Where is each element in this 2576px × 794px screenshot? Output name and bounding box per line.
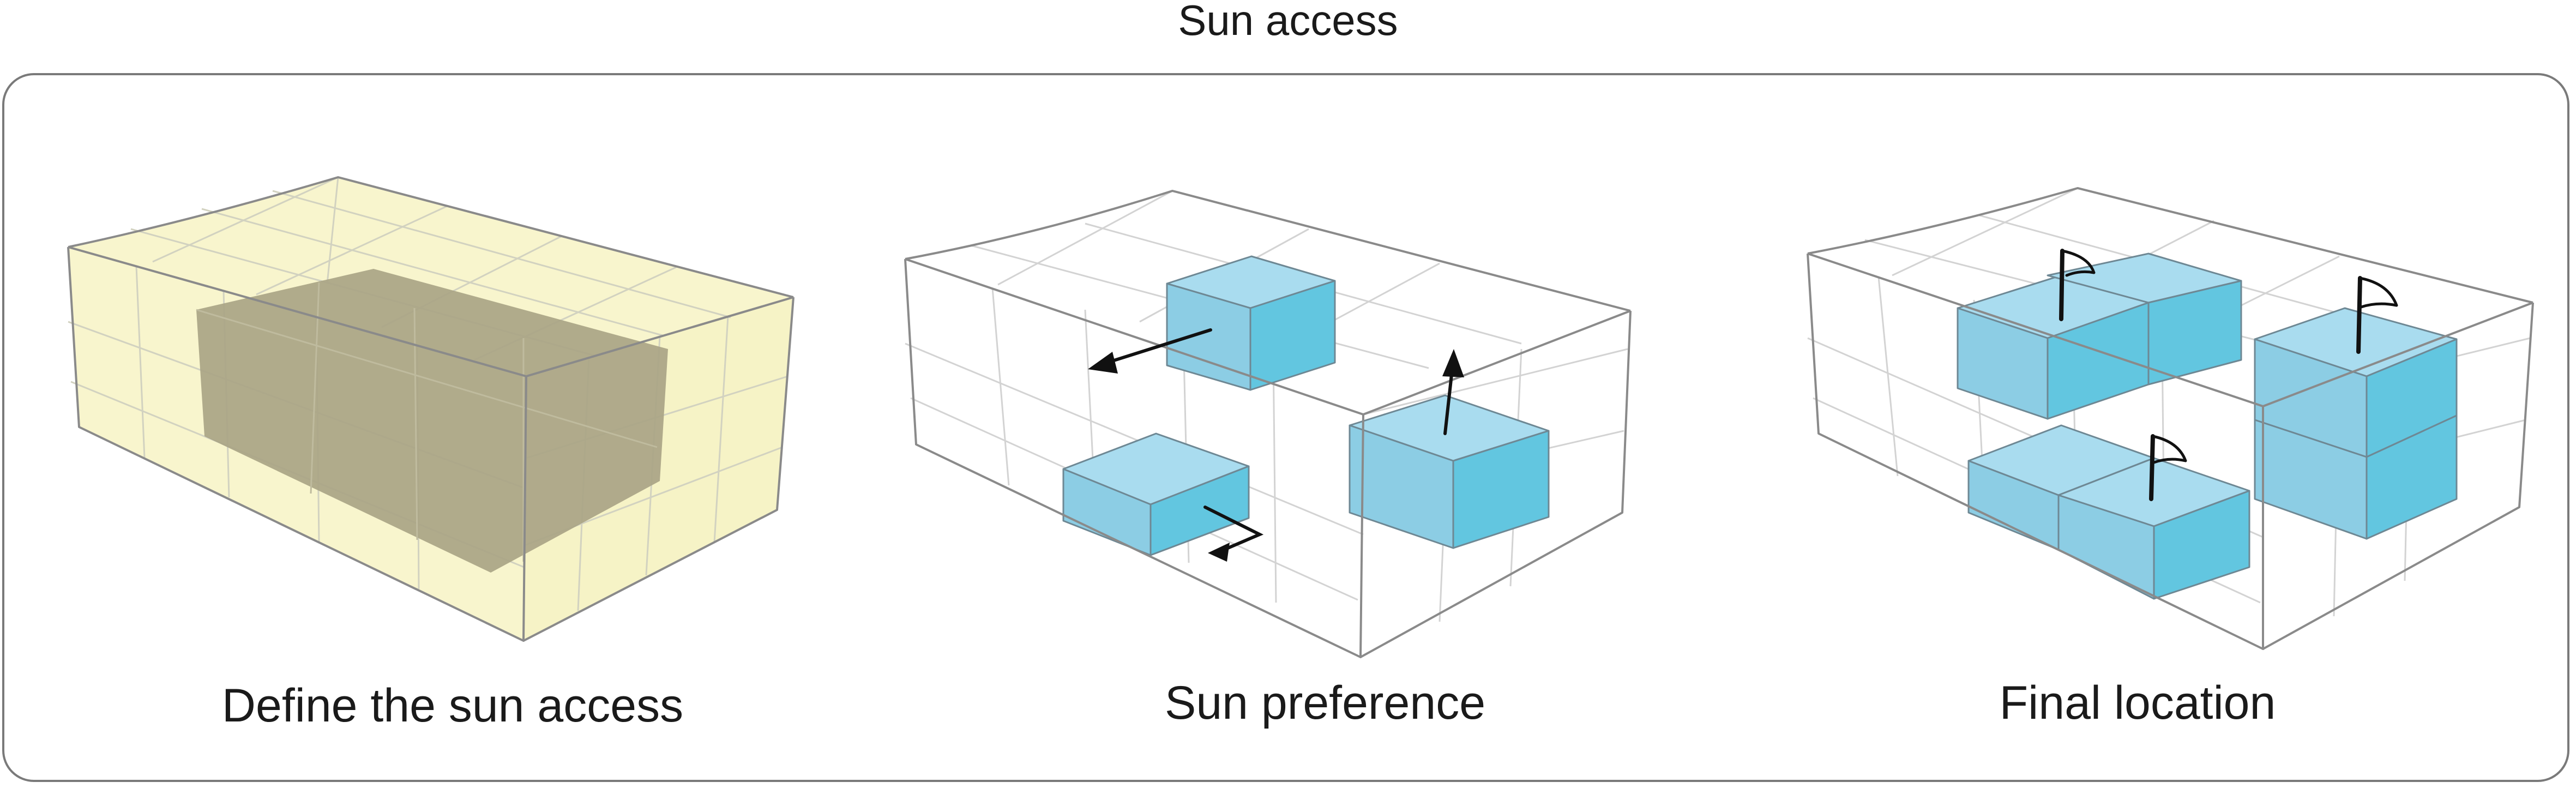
cube-c — [1349, 394, 1550, 549]
diagram-title: Sun access — [1178, 0, 1398, 44]
caption-final-location: Final location — [1999, 677, 2276, 729]
sun-preference-arrows — [1105, 328, 1454, 552]
box-grid — [905, 190, 1628, 622]
panel-final-location: Final location — [1701, 73, 2574, 782]
caption-sun-preference: Sun preference — [1164, 677, 1486, 729]
cube-group-top — [1957, 252, 2242, 420]
arrow-head-left — [1088, 352, 1118, 374]
box-outline — [904, 190, 1632, 658]
cube-a — [1166, 255, 1336, 391]
panel-define-sun-access: Define the sun access — [0, 73, 851, 782]
sun-envelope-top — [68, 177, 793, 376]
sun-envelope-outline — [67, 176, 795, 642]
flag-icon — [2149, 434, 2155, 501]
sun-access-volume-drawing — [67, 176, 795, 642]
final-location-drawing — [1807, 187, 2534, 650]
diagram-frame — [2, 73, 2569, 782]
arrow-head-down-left — [1208, 543, 1230, 562]
panel-sun-preference: Sun preference — [851, 73, 1701, 782]
cube-group-right — [2254, 307, 2458, 540]
caption-define-sun-access: Define the sun access — [221, 679, 684, 732]
sun-preference-drawing — [904, 190, 1632, 658]
flag-icons — [2059, 249, 2398, 501]
flag-icon — [2059, 249, 2065, 321]
box-outline — [1807, 187, 2534, 650]
cube-b — [1062, 432, 1250, 556]
cube-group-lower — [1967, 424, 2250, 600]
flag-icon — [2356, 276, 2362, 354]
arrow-head-up — [1442, 349, 1464, 377]
